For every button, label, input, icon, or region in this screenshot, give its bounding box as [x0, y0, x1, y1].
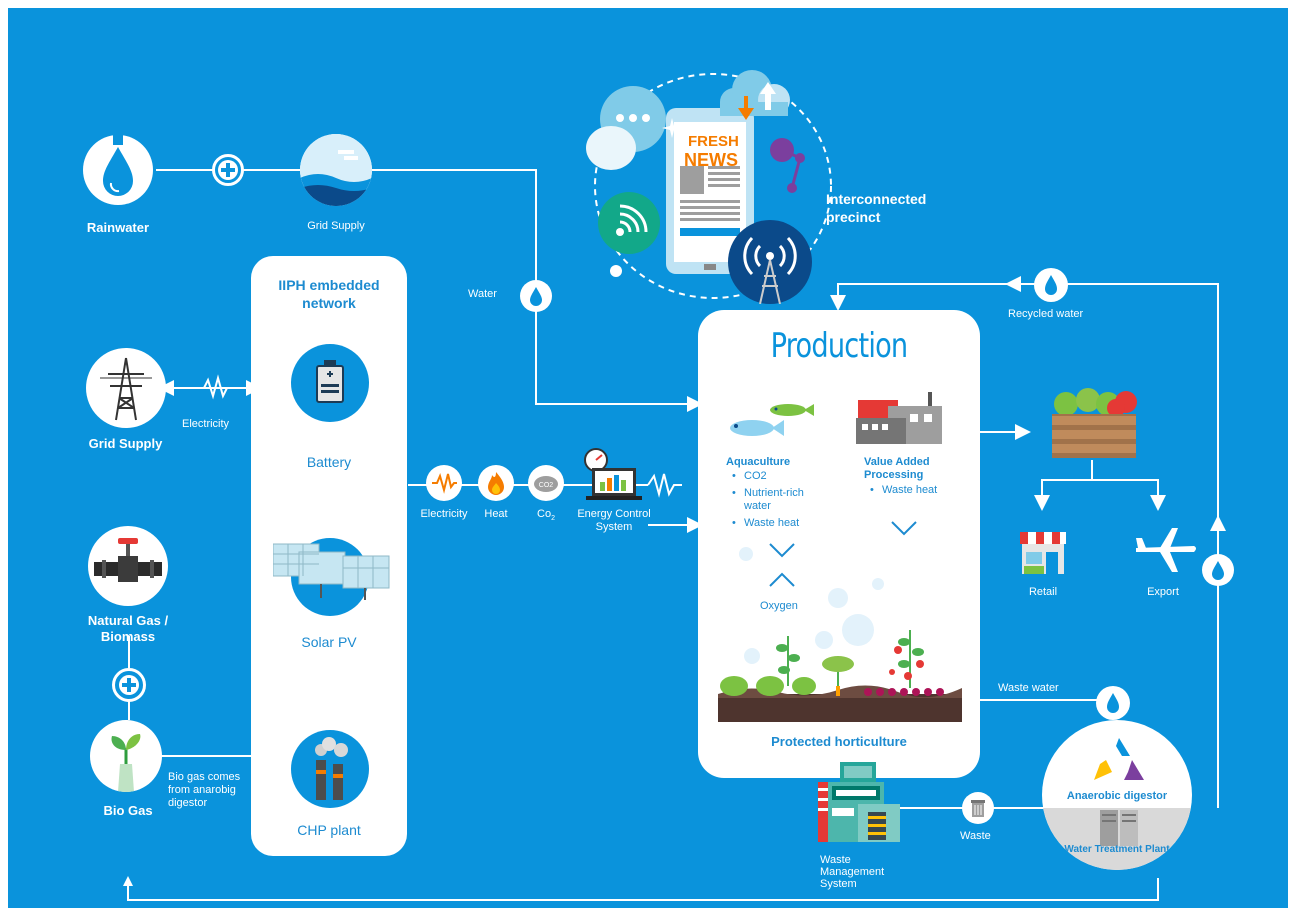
bio-gas-note: Bio gas comes from anarobig digestor [168, 771, 241, 809]
plus-icon [112, 668, 146, 702]
to-retail [1034, 460, 1093, 511]
iiph-title: IIPH embedded network [278, 277, 380, 311]
co2-label: Co2 [528, 508, 564, 525]
co2-sub: 2 [551, 515, 555, 523]
value-added-list: Waste heat [870, 484, 970, 497]
value-added-title: Value Added Processing [864, 456, 930, 481]
battery-icon [291, 344, 369, 422]
speech-bubble-icon [586, 126, 636, 170]
recycle-icon [1094, 738, 1144, 780]
grid-supply-water-label: Grid Supply [307, 220, 365, 232]
water-drop-badge [1202, 554, 1234, 586]
recycled-water-label: Recycled water [1008, 308, 1084, 320]
water-drop-icon [103, 135, 133, 196]
co2-icon: CO2 [528, 465, 564, 501]
grid-supply-power-node [86, 348, 166, 428]
heat-label: Heat [484, 508, 508, 520]
recycled-water-badge [1034, 268, 1068, 302]
fish-icon [730, 404, 814, 436]
export-label: Export [1147, 586, 1179, 598]
water-drop-badge [520, 280, 552, 312]
chevron-up-icon [769, 572, 795, 587]
value-added-item: Waste heat [870, 484, 970, 497]
bio-gas-node [90, 720, 162, 792]
laptop-icon [584, 448, 642, 500]
natural-gas-label: Natural Gas / Biomass [87, 613, 169, 644]
aquaculture-item: Waste heat [732, 517, 822, 530]
chp-plant-label: CHP plant [297, 822, 361, 838]
co2-main: Co [537, 508, 552, 520]
retail-store-icon [1020, 532, 1066, 574]
digestor-treatment-node: Anaerobic digestor Water Treatment Plant [1042, 720, 1192, 870]
energy-control-label: Energy Control System [577, 508, 651, 533]
retail-label: Retail [1028, 586, 1058, 598]
sparkle-icon [662, 118, 682, 138]
grid-supply-water-node [300, 134, 372, 206]
water-drop-icon [1212, 561, 1224, 580]
chp-plant-icon [291, 730, 369, 808]
solar-panels-icon [273, 543, 390, 600]
svg-text:CO2: CO2 [539, 482, 554, 489]
grid-supply-power-label: Grid Supply [88, 436, 163, 451]
chevron-down-icon [769, 543, 795, 558]
pylon-icon [100, 357, 152, 421]
natural-gas-node [88, 526, 168, 606]
solar-pv-label: Solar PV [301, 634, 357, 650]
waste-management-label: Waste Management System [820, 854, 885, 890]
oxygen-bubbles [739, 547, 884, 664]
trash-icon [971, 800, 985, 817]
water-treatment-label: Water Treatment Plant [1064, 844, 1170, 855]
waste-management-building-icon [818, 762, 900, 842]
waste-water-badge [1096, 686, 1130, 720]
anaerobic-label: Anaerobic digestor [1066, 790, 1168, 802]
rainwater-label: Rainwater [86, 220, 150, 235]
water-drop-icon [530, 287, 542, 306]
treatment-tanks-icon [1100, 810, 1138, 846]
battery-label: Battery [306, 454, 352, 470]
aquaculture-item: Nutrient-rich water [732, 487, 822, 513]
production-panel: Production Aquaculture CO2 Nutrient-rich… [698, 310, 980, 778]
oxygen-label: Oxygen [760, 600, 798, 612]
bio-gas-label: Bio Gas [103, 803, 153, 818]
water-drop-icon [1107, 693, 1119, 713]
waste-label: Waste [960, 830, 991, 842]
aquaculture-list: CO2 Nutrient-rich water Waste heat [732, 470, 822, 530]
reservoir-icon [300, 134, 372, 206]
diagram-canvas: Rainwater Grid Supply Water Grid Supply … [8, 8, 1288, 908]
to-export [1092, 479, 1166, 511]
airplane-icon [1136, 528, 1196, 572]
heat-icon [478, 465, 514, 501]
protected-horticulture-label: Protected horticulture [771, 734, 907, 749]
return-line [123, 876, 1159, 901]
pipe-valve-icon [94, 538, 162, 582]
electricity-flow-label: Electricity [420, 508, 468, 520]
sprout-icon [111, 734, 141, 792]
news-banner-top: FRESH [688, 133, 739, 150]
water-drop-icon [1045, 275, 1057, 295]
rainwater-node [83, 135, 153, 205]
news-banner-bottom: NEWS [684, 150, 738, 170]
aquaculture-title: Aquaculture [726, 456, 791, 468]
electricity-link-label: Electricity [182, 418, 230, 430]
cloud-upload-icon [720, 70, 790, 120]
broadcast-tower-icon [728, 220, 812, 305]
aquaculture-item: CO2 [732, 470, 822, 483]
share-icon [770, 138, 805, 193]
electricity-icon [426, 465, 462, 501]
factory-icon [856, 392, 942, 444]
horticulture-plants-icon [718, 630, 962, 722]
plus-icon [212, 154, 244, 186]
production-title: Production [770, 326, 909, 366]
waste-water-label: Waste water [998, 682, 1059, 694]
water-label: Water [468, 288, 497, 300]
produce-crate-icon [1052, 388, 1137, 458]
chevron-down-icon [891, 521, 917, 536]
iiph-panel: IIPH embedded network Battery Solar PV C… [251, 256, 407, 856]
wifi-icon [598, 192, 660, 254]
waste-bin-badge [962, 792, 994, 824]
interconnected-label: Interconnected precinct [826, 191, 927, 225]
